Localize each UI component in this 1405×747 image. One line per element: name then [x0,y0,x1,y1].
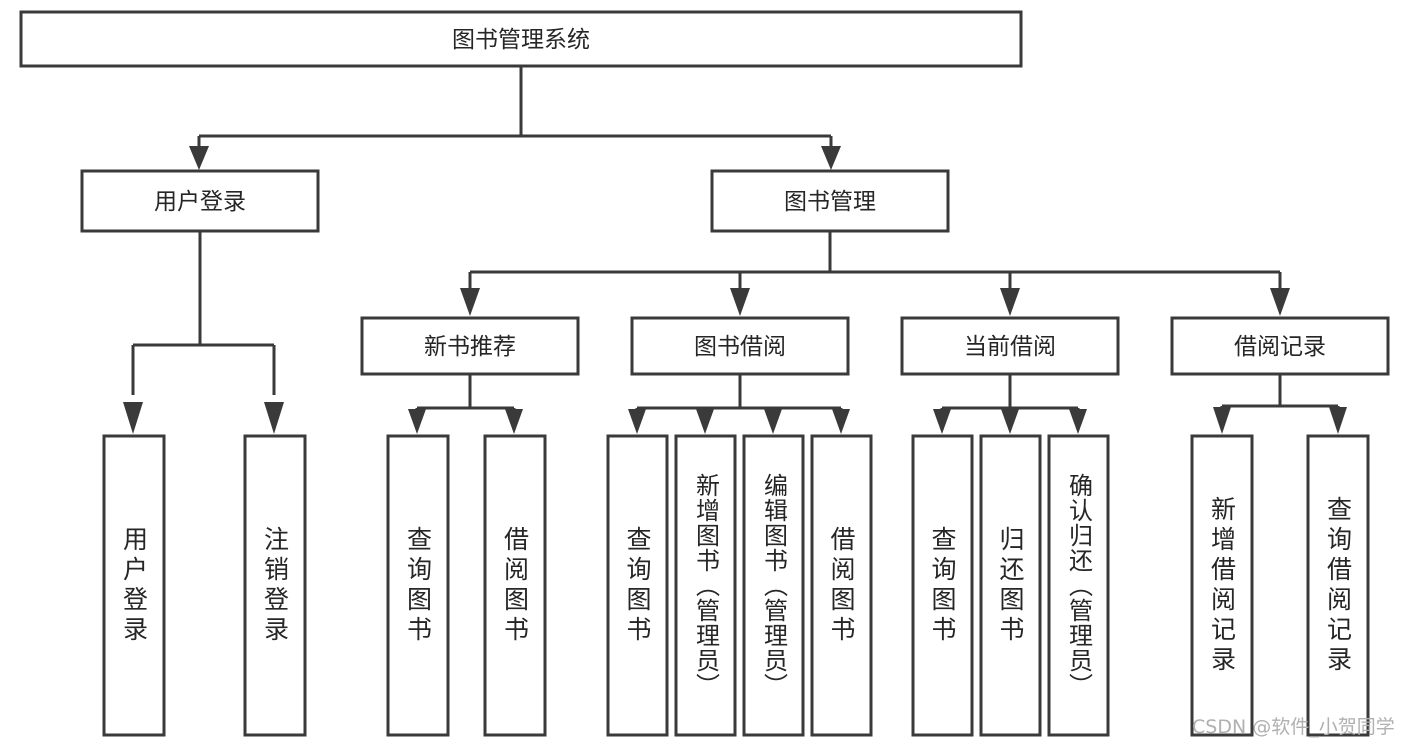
node-book-borrow-label: 图书借阅 [694,334,786,360]
node-root-box[interactable] [19,10,1023,68]
leaf-box-book-borrow-2[interactable] [742,434,805,737]
arrow-head-icon [1213,407,1231,434]
node-borrow-records[interactable]: 借阅记录 [1170,316,1390,376]
leaf-box-current-borrow-2[interactable] [1047,434,1110,737]
connector-borrow-records-to-leaves [1213,374,1347,434]
node-book-management[interactable]: 图书管理 [710,169,950,233]
leaf-box-current-borrow-0[interactable] [911,434,974,737]
node-root[interactable]: 图书管理系统 [19,10,1023,68]
node-book-borrow[interactable]: 图书借阅 [630,316,850,376]
connector-current-borrow-to-leaves [933,374,1087,434]
leaf-box-book-borrow-0[interactable] [606,434,669,737]
node-new-book-recommend-box[interactable] [360,316,580,376]
node-user-login[interactable]: 用户登录 [80,169,320,233]
arrow-head-icon [460,288,480,316]
arrow-head-icon [408,409,426,434]
arrow-head-icon [821,146,841,170]
arrow-head-icon [1329,407,1347,434]
arrow-head-icon [123,402,143,434]
connector-user-login-to-leaves [123,231,284,434]
node-current-borrow[interactable]: 当前借阅 [900,316,1120,376]
arrow-head-icon [264,402,284,434]
arrow-head-icon [832,409,850,434]
leaf-box-current-borrow-1[interactable] [979,434,1042,737]
node-new-book-recommend[interactable]: 新书推荐 [360,316,580,376]
leaf-box-book-borrow-3[interactable] [810,434,873,737]
watermark-text: CSDN @软件_小贺同学 [1192,716,1395,738]
arrow-head-icon [189,146,209,170]
leaf-box-new-book-0[interactable] [386,434,450,737]
arrow-head-icon [1270,288,1290,316]
leaf-box-user-login-0[interactable] [102,434,166,737]
arrow-head-icon [933,409,951,434]
leaf-box-new-book-1[interactable] [483,434,547,737]
arrow-head-icon [764,409,782,434]
connector-new-book-recommend-to-leaves [408,374,523,434]
arrow-head-icon [505,409,523,434]
node-book-management-label: 图书管理 [784,189,876,215]
node-current-borrow-box[interactable] [900,316,1120,376]
node-user-login-label: 用户登录 [154,189,246,215]
arrow-head-icon [1069,409,1087,434]
node-new-book-recommend-label: 新书推荐 [424,334,516,360]
leaf-box-book-borrow-1[interactable] [674,434,737,737]
leaf-box-borrow-records-0[interactable] [1190,434,1254,737]
connector-root-to-level2 [189,66,841,170]
node-user-login-box[interactable] [80,169,320,233]
arrow-head-icon [696,409,714,434]
node-borrow-records-label: 借阅记录 [1234,334,1326,360]
leaf-box-borrow-records-1[interactable] [1306,434,1370,737]
arrow-head-icon [1000,288,1020,316]
connector-book-management-to-level3 [460,231,1290,316]
arrow-head-icon [730,288,750,316]
arrow-head-icon [628,409,646,434]
connector-book-borrow-to-leaves [628,374,850,434]
node-root-label: 图书管理系统 [452,27,590,53]
leaf-box-user-login-1[interactable] [243,434,307,737]
arrow-head-icon [1001,409,1019,434]
node-current-borrow-label: 当前借阅 [964,334,1056,360]
